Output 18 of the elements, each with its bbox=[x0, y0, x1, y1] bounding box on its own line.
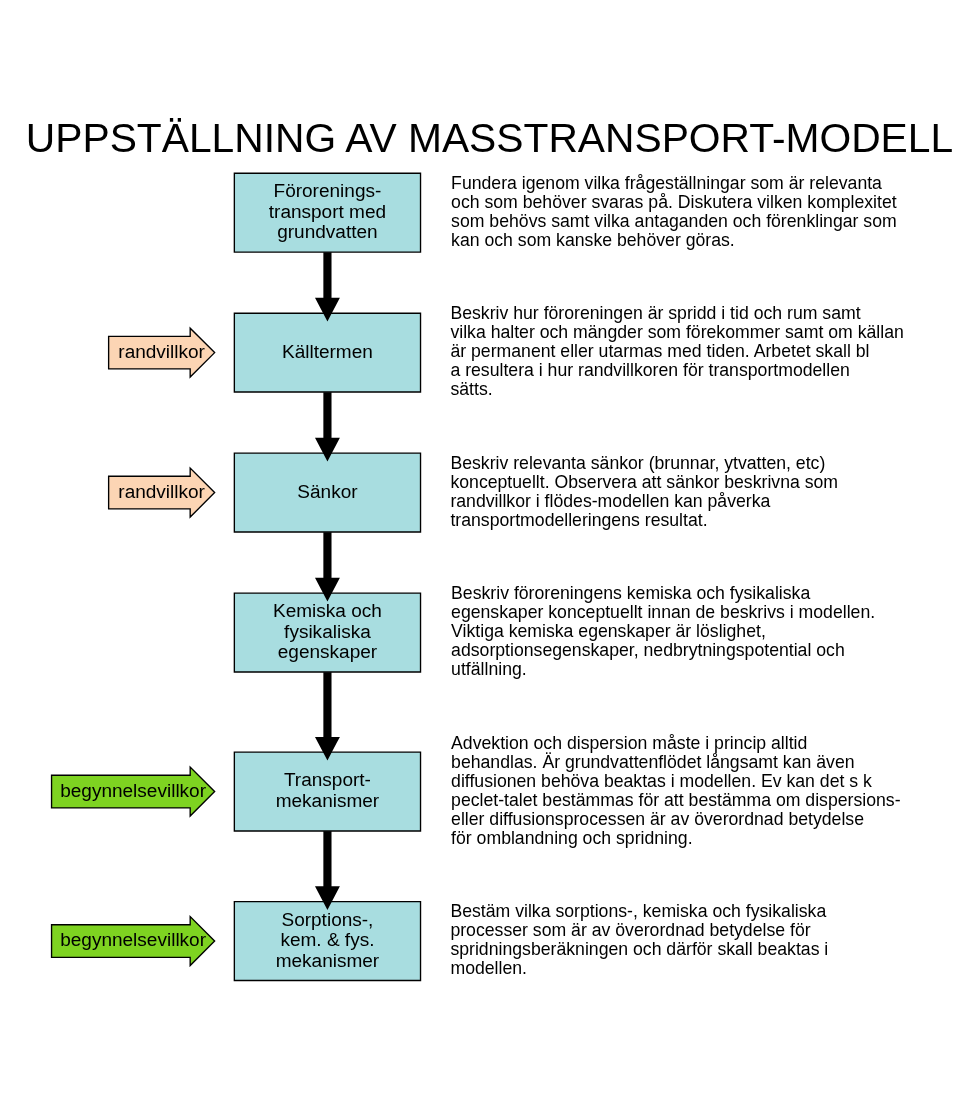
node-label: Beskriv relevanta sänkor (brunnar, ytvatten, etc) konceptuellt. Observera att sänkor beskrivna som randvillkor i flödes-modellen kan påverka transportmodelleringens resultat. bbox=[450, 452, 839, 530]
arrow bbox=[315, 532, 340, 602]
arrow bbox=[315, 831, 340, 910]
arrow bbox=[315, 252, 340, 322]
node-box: Sorptions-, kem. & fys. mekanismer bbox=[233, 901, 422, 982]
node-label: Bestäm vilka sorptions-, kemiska och fysikaliska processer som är av överordnad betydelse för spridningsberäkningen och därför skall beaktas i modellen. bbox=[450, 901, 829, 979]
diagram-title: UPPSTÄLLNING AV MASSTRANSPORT-MODELL bbox=[25, 114, 954, 161]
node-label: Fundera igenom vilka frågeställningar som är relevanta och som behöver svaras på. Diskutera vilken komplexitet som behövs samt vilka antaganden och förenklingar som kan och som kanske behöver göras. bbox=[451, 172, 897, 250]
node-box: Sänkor bbox=[233, 452, 422, 533]
node-box: Förorenings- transport med grundvatten bbox=[233, 172, 422, 253]
node-label: Beskriv föroreningens kemiska och fysikaliska egenskaper konceptuellt innan de beskrivs i modellen. Viktiga kemiska egenskaper är löslighet, adsorptionsegenskaper, nedbrytningspotential och utfällning. bbox=[451, 583, 876, 680]
node-box: Transport- mekanismer bbox=[233, 751, 422, 832]
arrow bbox=[315, 672, 340, 761]
arrow bbox=[315, 392, 340, 462]
node-label: Beskriv hur föroreningen är spridd i tid och rum samt vilka halter och mängder som förekommer samt om källan är permanent eller utarmas med tiden. Arbetet skall bl a resultera i hur randvillkoren för transportmodellen sätts. bbox=[450, 303, 904, 400]
node-label: Advektion och dispersion måste i princip alltid behandlas. Är grundvattenflödet långsamt kan även diffusionen behöva beaktas i modellen. Ev kan det s k peclet-talet bestämmas för att bestämma om dispersions- eller diffusionsprocessen är av överordnad betydelse för omblandning och spridning. bbox=[451, 732, 901, 848]
node-box: Kemiska och fysikaliska egenskaper bbox=[233, 592, 422, 673]
node-box: Källtermen bbox=[233, 312, 422, 393]
